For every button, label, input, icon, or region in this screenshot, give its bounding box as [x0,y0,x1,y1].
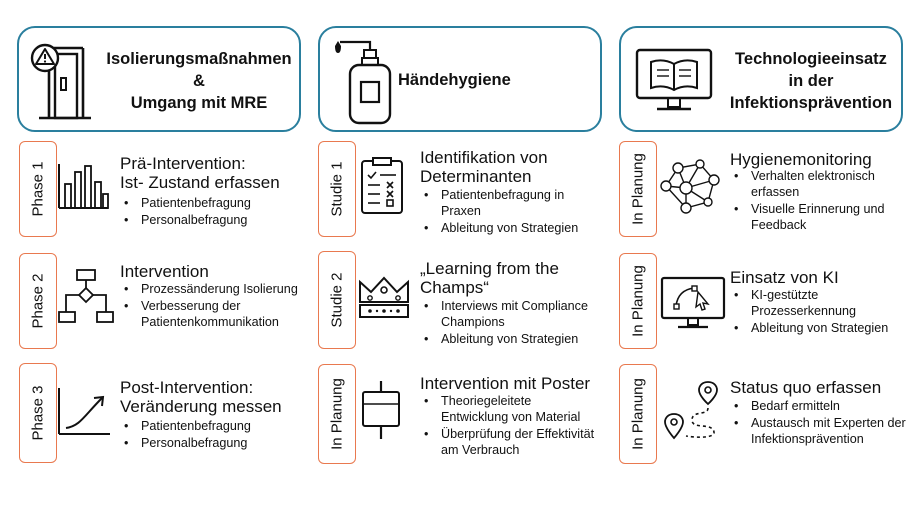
card-title: Post-Intervention: Veränderung messen [120,378,282,416]
bullet-item: Interviews mit Compliance Champions [420,298,600,330]
monitor-book-icon [635,48,713,116]
card-bullets: Bedarf ermitteln Austausch mit Experten … [730,398,910,448]
card-bullets: KI-gestützte Prozesserkennung Ableitung … [730,287,910,337]
route-icon [662,380,722,442]
card-bullets: Verhalten elektronisch erfassen Visuelle… [730,168,910,234]
bullet-item: Prozessänderung Isolierung [120,281,300,297]
bullet-item: Personalbefragung [120,435,300,451]
crown-icon [356,276,412,322]
bullet-item: Ableitung von Strategien [420,220,600,236]
card-bullets: Patientenbefragung Personalbefragung [120,195,300,229]
card-title: Status quo erfassen [730,378,882,397]
header-title: Isolierungsmaßnahmen & Umgang mit MRE [106,50,292,112]
bullet-item: Verhalten elektronisch erfassen [730,168,910,200]
card-title: Intervention mit Poster [420,374,591,393]
header-technology: Technologieeinsatz in der Infektionspräv… [619,26,903,132]
card-bullets: Theoriegeleitete Entwicklung von Materia… [420,393,600,459]
card-bullets: Patientenbefragung Personalbefragung [120,418,300,452]
bullet-item: Austausch mit Experten der Infektionsprä… [730,415,910,447]
card-title: Einsatz von KI [730,268,839,287]
header-title: Technologieeinsatz in der Infektionspräv… [729,50,893,112]
checklist-icon [360,157,404,215]
tab-in-planung: In Planung [619,141,657,237]
bullet-item: Überprüfung der Effektivität am Verbrauc… [420,426,600,458]
tab-phase-2: Phase 2 [19,253,57,349]
tab-studie-2: Studie 2 [318,251,356,349]
bullet-item: Personalbefragung [120,212,300,228]
bullet-item: Theoriegeleitete Entwicklung von Materia… [420,393,600,425]
card-title: Prä-Intervention: Ist- Zustand erfassen [120,154,280,192]
warning-door-icon [29,38,99,124]
flowchart-icon [58,268,114,330]
tab-studie-1: Studie 1 [318,141,356,237]
tab-in-planung: In Planung [619,253,657,349]
card-bullets: Prozessänderung Isolierung Verbesserung … [120,281,300,331]
header-hand-hygiene: Händehygiene [318,26,602,132]
bullet-item: Patientenbefragung in Praxen [420,187,600,219]
bullet-item: Bedarf ermitteln [730,398,910,414]
poster-icon [356,380,406,442]
tab-phase-3: Phase 3 [19,363,57,463]
bullet-item: Visuelle Erinnerung und Feedback [730,201,910,233]
card-title: Hygienemonitoring [730,150,872,169]
header-isolation: Isolierungsmaßnahmen & Umgang mit MRE [17,26,301,132]
bullet-item: Patientenbefragung [120,418,300,434]
bullet-item: Ableitung von Strategien [420,331,600,347]
card-title: Intervention [120,262,209,281]
tab-in-planung: In Planung [318,364,356,464]
tab-phase-1: Phase 1 [19,141,57,237]
network-icon [656,158,722,214]
bullet-item: Patientenbefragung [120,195,300,211]
monitor-ai-icon [660,276,726,332]
card-title: „Learning from the Champs“ [420,259,559,297]
trend-up-icon [56,386,112,438]
card-bullets: Patientenbefragung in Praxen Ableitung v… [420,187,600,237]
header-title: Händehygiene [398,71,511,89]
tab-in-planung: In Planung [619,364,657,464]
card-title: Identifikation von Determinanten [420,148,548,186]
bullet-item: KI-gestützte Prozesserkennung [730,287,910,319]
bullet-item: Verbesserung der Patientenkommunikation [120,298,300,330]
soap-dispenser-icon [332,36,392,128]
card-bullets: Interviews mit Compliance Champions Able… [420,298,600,348]
bar-chart-icon [56,162,110,212]
bullet-item: Ableitung von Strategien [730,320,910,336]
